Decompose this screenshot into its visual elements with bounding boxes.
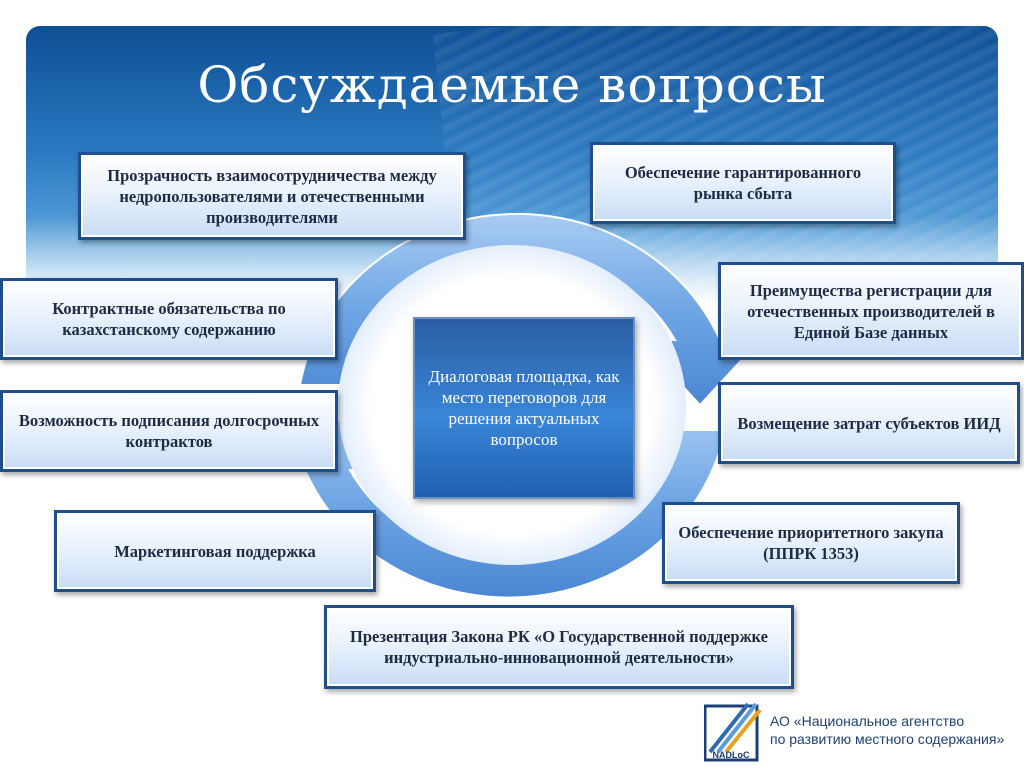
logo-stripe-1: [708, 702, 750, 754]
logo-stripe-2: [716, 702, 758, 754]
item-market: Обеспечение гарантированного рынка сбыта: [590, 142, 896, 224]
logo-stripe-3: [724, 708, 762, 754]
item-transparency: Прозрачность взаимосотрудничества между …: [78, 152, 466, 240]
organization-name: АО «Национальное агентство по развитию м…: [770, 712, 1020, 748]
nadloc-logo: NADLoC: [704, 702, 762, 762]
item-contract-obligations: Контрактные обязательства по казахстанск…: [0, 278, 338, 360]
item-priority-purchase: Обеспечение приоритетного закупа (ППРК 1…: [662, 502, 960, 584]
item-law: Презентация Закона РК «О Государственной…: [324, 605, 794, 689]
item-registration: Преимущества регистрации для отечественн…: [718, 262, 1024, 360]
item-compensation: Возмещение затрат субъектов ИИД: [718, 382, 1020, 464]
center-dialog-platform: Диалоговая площадка, как место переговор…: [413, 317, 635, 499]
item-long-term: Возможность подписания долгосрочных конт…: [0, 390, 338, 472]
org-line-2: по развитию местного содержания»: [770, 731, 1005, 747]
org-line-1: АО «Национальное агентство: [770, 713, 965, 729]
item-marketing: Маркетинговая поддержка: [54, 510, 376, 592]
logo-text: NADLoC: [713, 750, 750, 760]
slide-title: Обсуждаемые вопросы: [197, 56, 827, 114]
